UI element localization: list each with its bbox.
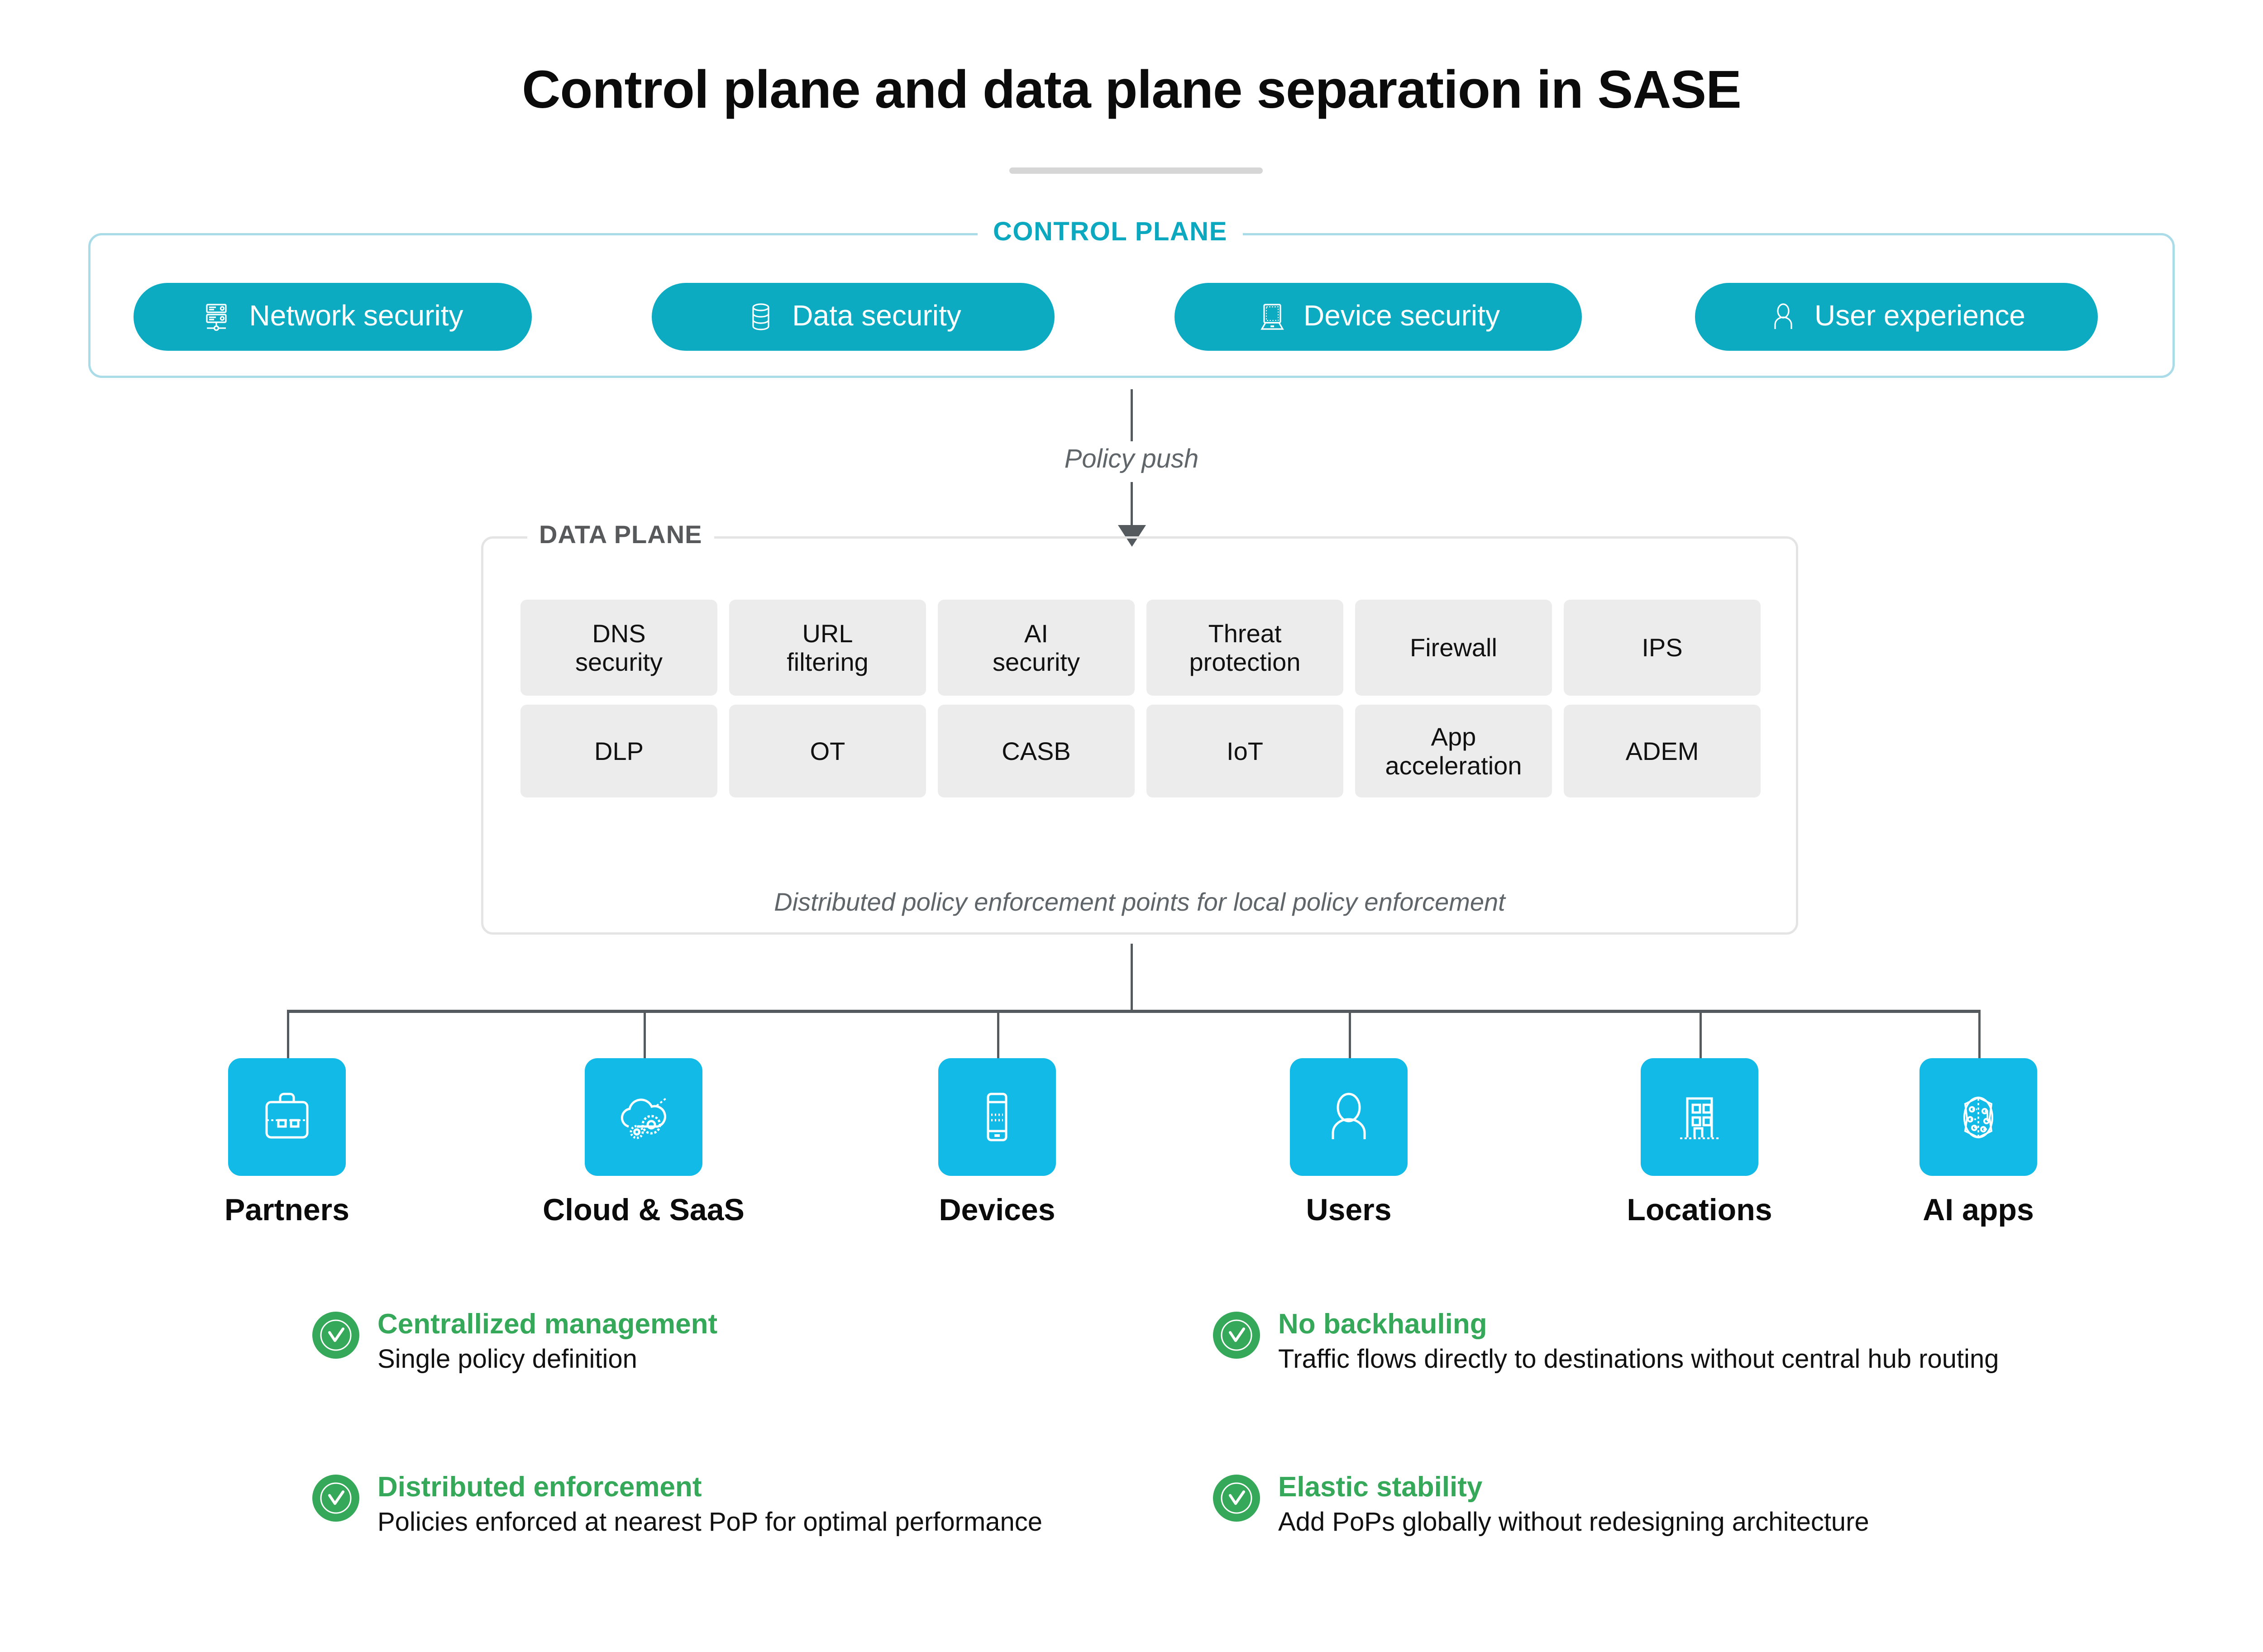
check-circle-icon	[312, 1312, 359, 1359]
connector-drop	[997, 1010, 999, 1064]
data-plane-panel	[481, 536, 1798, 935]
endpoint-label: Locations	[1627, 1193, 1772, 1227]
check-circle-icon	[1213, 1475, 1260, 1522]
control-plane-pill-label: Network security	[249, 299, 463, 332]
endpoint-ai-apps[interactable]: AI apps	[1861, 1058, 2096, 1227]
endpoint-partners[interactable]: Partners	[169, 1058, 405, 1227]
endpoint-label: Users	[1306, 1193, 1392, 1227]
endpoint-cloud-saas[interactable]: Cloud & SaaS	[526, 1058, 761, 1227]
database-icon	[745, 301, 777, 333]
control-plane-pill-data-security[interactable]: Data security	[652, 283, 1055, 351]
connector-drop	[1978, 1010, 1981, 1064]
connector-drop	[1349, 1010, 1351, 1064]
endpoint-tile	[1290, 1058, 1408, 1176]
endpoint-tile	[228, 1058, 346, 1176]
control-plane-pill-label: User experience	[1814, 299, 2025, 332]
control-plane-pill-row: Network security Data security	[88, 281, 2175, 353]
endpoint-tile	[1919, 1058, 2037, 1176]
connector-drop	[644, 1010, 646, 1064]
page-title: Control plane and data plane separation …	[522, 60, 1742, 119]
benefit-title: Elastic stability	[1278, 1471, 1483, 1503]
check-circle-icon	[312, 1475, 359, 1522]
data-plane-cell[interactable]: IPS	[1564, 600, 1761, 696]
control-plane-pill-user-experience[interactable]: User experience	[1695, 283, 2098, 351]
benefit-title: No backhauling	[1278, 1308, 1487, 1340]
control-plane-pill-label: Data security	[792, 299, 961, 332]
endpoint-tile	[585, 1058, 702, 1176]
endpoint-label: Partners	[224, 1193, 349, 1227]
benefit-body: No backhauling Traffic flows directly to…	[1278, 1308, 2019, 1375]
connector-bus	[287, 1010, 1981, 1013]
policy-push-line-upper	[1131, 389, 1133, 441]
benefit-item: Elastic stability Add PoPs globally with…	[1213, 1471, 2019, 1538]
data-plane-cell[interactable]: CASB	[938, 705, 1135, 797]
data-plane-cell[interactable]: IoT	[1146, 705, 1343, 797]
benefit-title: Centrallized management	[377, 1308, 718, 1340]
policy-push-line-lower	[1131, 482, 1133, 535]
endpoint-users[interactable]: Users	[1231, 1058, 1466, 1227]
benefit-description: Traffic flows directly to destinations w…	[1278, 1344, 1999, 1374]
control-plane-pill-device-security[interactable]: Device security	[1174, 283, 1582, 351]
connector-stem	[1131, 944, 1133, 1011]
endpoint-locations[interactable]: Locations	[1582, 1058, 1817, 1227]
down-arrow-icon	[1118, 525, 1146, 547]
data-plane-cell[interactable]: DLP	[520, 705, 717, 797]
title-divider	[1009, 167, 1263, 174]
benefit-item: No backhauling Traffic flows directly to…	[1213, 1308, 2019, 1375]
endpoint-row: Partners Cloud & SaaS	[0, 1058, 2263, 1227]
benefit-body: Centrallized management Single policy de…	[377, 1308, 1082, 1375]
check-circle-icon	[1213, 1312, 1260, 1359]
data-plane-cell[interactable]: Firewall	[1355, 600, 1552, 696]
benefit-description: Add PoPs globally without redesigning ar…	[1278, 1507, 1869, 1537]
benefit-item: Distributed enforcement Policies enforce…	[312, 1471, 1082, 1538]
control-plane-pill-network-security[interactable]: Network security	[134, 283, 532, 351]
policy-push-label: Policy push	[1064, 444, 1199, 473]
data-plane-legend: DATA PLANE	[527, 520, 714, 549]
benefit-item: Centrallized management Single policy de…	[312, 1308, 1082, 1375]
connector-drop	[1700, 1010, 1702, 1064]
endpoint-label: Cloud & SaaS	[543, 1193, 745, 1227]
benefit-description: Single policy definition	[377, 1344, 637, 1374]
person-icon	[1767, 301, 1799, 333]
connector-drop	[287, 1010, 289, 1064]
endpoint-label: Devices	[939, 1193, 1055, 1227]
endpoint-devices[interactable]: Devices	[879, 1058, 1115, 1227]
control-plane-pill-label: Device security	[1303, 299, 1500, 332]
endpoint-tile	[938, 1058, 1056, 1176]
server-rack-icon	[202, 301, 234, 333]
benefit-description: Policies enforced at nearest PoP for opt…	[377, 1507, 1043, 1537]
data-plane-caption: Distributed policy enforcement points fo…	[774, 888, 1505, 916]
endpoint-label: AI apps	[1923, 1193, 2034, 1227]
benefit-body: Distributed enforcement Policies enforce…	[377, 1471, 1082, 1538]
data-plane-cell[interactable]: ADEM	[1564, 705, 1761, 797]
benefits-section: Centrallized management Single policy de…	[0, 1294, 2263, 1611]
benefit-body: Elastic stability Add PoPs globally with…	[1278, 1471, 2019, 1538]
endpoint-tile	[1641, 1058, 1758, 1176]
laptop-icon	[1256, 301, 1288, 333]
benefit-title: Distributed enforcement	[377, 1471, 702, 1503]
control-plane-legend: CONTROL PLANE	[978, 216, 1243, 247]
data-plane-cell[interactable]: OT	[729, 705, 926, 797]
